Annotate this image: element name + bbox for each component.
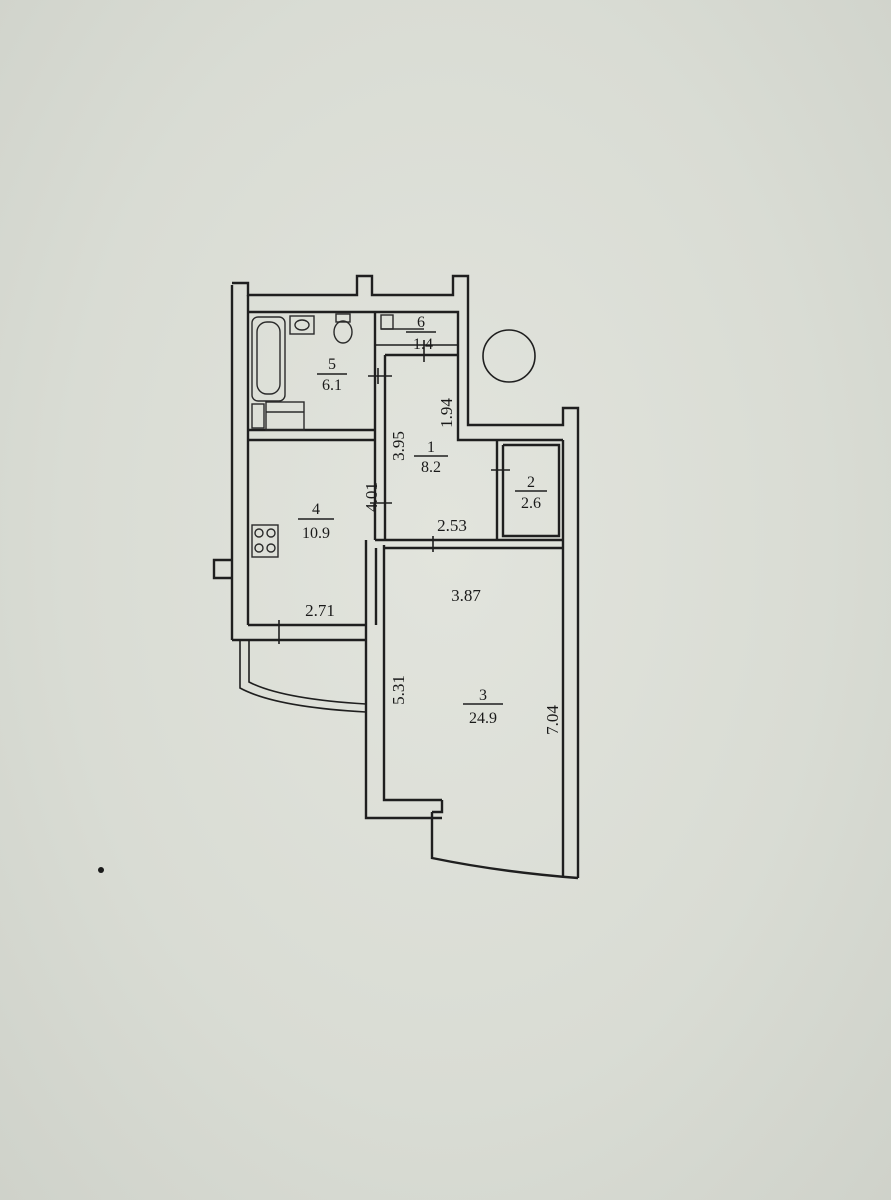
dimension-labels: 3.95 4.01 1.94 2.53 2.71 3.87 5.31 7.04 (305, 398, 562, 735)
wardrobe-shelf-icon (380, 314, 424, 330)
room-area: 8.2 (421, 459, 441, 476)
room-label-6: 6 1.4 (406, 314, 436, 353)
room-area: 6.1 (322, 377, 342, 394)
compass-circle-icon (482, 329, 536, 383)
room-label-2: 2 2.6 (515, 474, 547, 512)
stove-icon (251, 524, 279, 558)
room-number: 5 (328, 356, 336, 373)
room-area: 2.6 (521, 495, 541, 512)
dim-hall-width: 3.95 (389, 431, 408, 461)
room-area: 1.4 (413, 336, 433, 353)
room-number: 6 (417, 314, 425, 331)
dim-hall-bottom: 2.53 (437, 516, 467, 535)
room-label-4: 4 10.9 (298, 501, 334, 542)
room-area: 10.9 (302, 525, 330, 542)
interior-walls (248, 312, 563, 626)
dim-living-left: 5.31 (389, 675, 408, 705)
bathtub-icon (251, 316, 286, 402)
room-label-3: 3 24.9 (463, 687, 503, 727)
room-number: 1 (427, 439, 435, 456)
dim-kitchen-width: 2.71 (305, 601, 335, 620)
door-marks (278, 340, 510, 644)
ink-dot (98, 867, 104, 873)
dim-living-top: 3.87 (451, 586, 481, 605)
room-number: 4 (312, 501, 320, 518)
toilet-icon (333, 313, 353, 344)
room-number: 2 (527, 474, 535, 491)
room-area: 24.9 (469, 710, 497, 727)
room-label-5: 5 6.1 (317, 356, 347, 394)
room-number: 3 (479, 687, 487, 704)
room-label-1: 1 8.2 (414, 439, 448, 476)
dim-hall-depth: 4.01 (362, 482, 381, 512)
outer-walls (212, 274, 580, 880)
washing-machine-icon (251, 401, 305, 431)
sink-icon (289, 315, 315, 335)
dim-living-right: 7.04 (543, 705, 562, 735)
dim-corridor-width: 1.94 (437, 398, 456, 428)
